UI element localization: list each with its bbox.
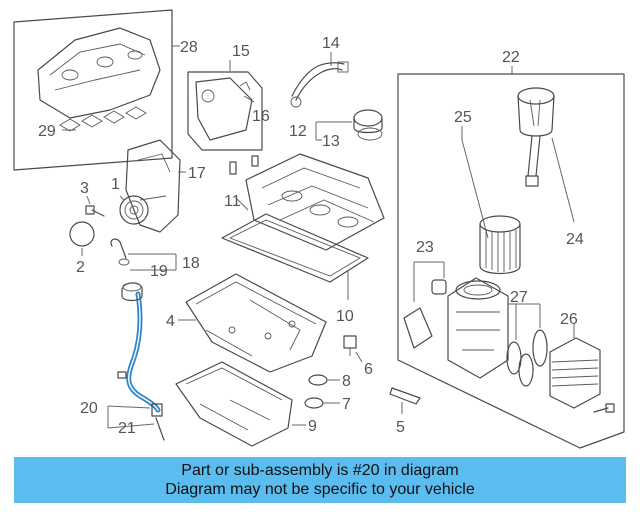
valve-cover-group <box>221 153 385 300</box>
callout-19: 19 <box>150 263 168 280</box>
caption-line-2: Diagram may not be specific to your vehi… <box>165 481 475 498</box>
callout-13: 13 <box>322 133 340 150</box>
oil-pan-lower-group <box>175 361 306 447</box>
callout-8: 8 <box>342 373 351 390</box>
breather-hose-group <box>290 52 349 108</box>
oil-pan-upper-group <box>178 273 327 373</box>
callout-5: 5 <box>396 419 405 436</box>
callout-28: 28 <box>180 39 198 56</box>
dipstick-bracket-group <box>110 238 177 271</box>
callout-4: 4 <box>166 313 175 330</box>
dipstick-tube-highlight <box>107 282 165 441</box>
callout-22: 22 <box>502 49 520 66</box>
callout-24: 24 <box>566 231 584 248</box>
front-cover-group <box>119 139 186 233</box>
callout-11: 11 <box>224 193 241 210</box>
bolt-seal-group <box>69 195 105 256</box>
oil-filter-housing-group <box>397 66 625 449</box>
callout-20: 20 <box>80 400 98 417</box>
callout-25: 25 <box>454 109 472 126</box>
callout-18: 18 <box>182 255 200 272</box>
callout-3: 3 <box>80 180 89 197</box>
filler-cap-group <box>315 109 383 141</box>
callout-12: 12 <box>289 123 307 140</box>
callout-7: 7 <box>342 396 351 413</box>
callout-labels: 1 2 3 4 5 6 7 8 9 10 11 12 13 14 15 16 1… <box>38 35 584 437</box>
callout-26: 26 <box>560 311 578 328</box>
callout-10: 10 <box>336 308 354 325</box>
callout-21: 21 <box>118 420 136 437</box>
parts-diagram: 1 2 3 4 5 6 7 8 9 10 11 12 13 14 15 16 1… <box>13 9 625 449</box>
callout-16: 16 <box>252 108 270 125</box>
callout-23: 23 <box>416 239 434 256</box>
callout-1: 1 <box>111 176 120 193</box>
callout-2: 2 <box>76 259 85 276</box>
callout-17: 17 <box>188 165 206 182</box>
small-part-5-group <box>389 387 421 414</box>
callout-6: 6 <box>364 361 373 378</box>
callout-9: 9 <box>308 418 317 435</box>
callout-15: 15 <box>232 43 250 60</box>
timing-cover-group <box>187 60 263 151</box>
small-seals-group <box>304 335 363 409</box>
caption-line-1: Part or sub-assembly is #20 in diagram <box>181 462 459 479</box>
callout-29: 29 <box>38 123 56 140</box>
callout-27: 27 <box>510 289 528 306</box>
callout-14: 14 <box>322 35 340 52</box>
intake-manifold-group <box>13 9 180 171</box>
caption-banner: Part or sub-assembly is #20 in diagram D… <box>14 457 626 503</box>
